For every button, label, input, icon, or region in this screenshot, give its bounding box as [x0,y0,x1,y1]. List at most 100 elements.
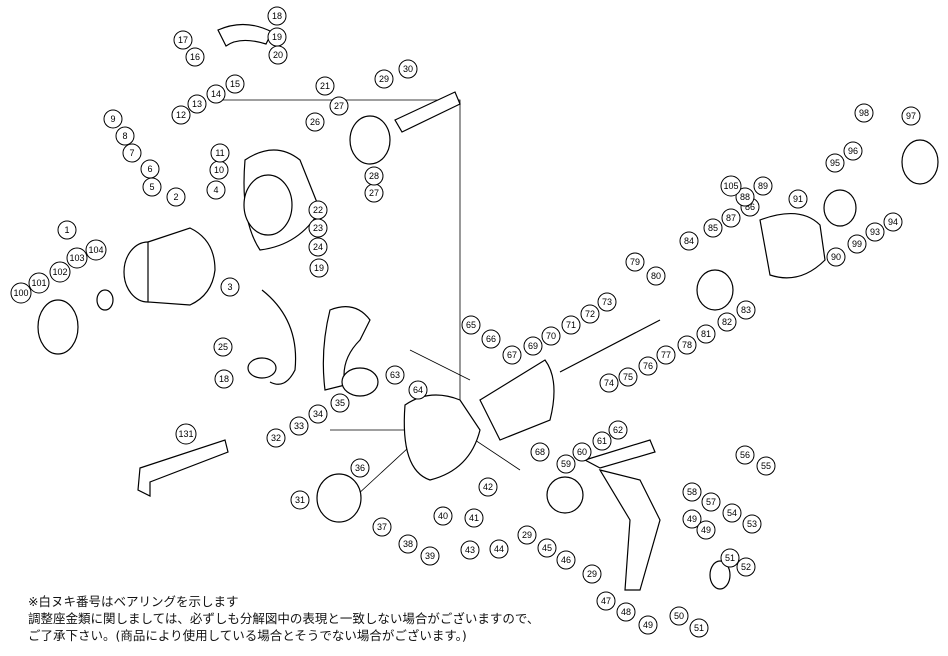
part-label-number: 75 [623,372,633,382]
part-label-number: 32 [271,433,281,443]
part-label-circle [489,539,509,559]
part-label-circle [843,141,863,161]
part-label-circle [703,218,723,238]
part-label-38: 38 [398,534,418,554]
part-label-circle [656,345,676,365]
part-label-24: 24 [308,237,328,257]
part-label-44: 44 [489,539,509,559]
bail-arm-top [217,23,273,47]
part-label-circle [854,103,874,123]
part-label-circle [210,143,230,163]
part-label-49: 49 [638,615,658,635]
part-label-circle [736,557,756,577]
part-label-circle [530,442,550,462]
part-label-circle [478,477,498,497]
part-label-circle [464,508,484,528]
part-label-number: 4 [213,185,218,195]
part-label-15: 15 [225,74,245,94]
part-label-32: 32 [266,428,286,448]
part-label-circle [374,69,394,89]
part-label-7: 7 [122,143,142,163]
part-label-95: 95 [825,153,845,173]
part-label-70: 70 [541,326,561,346]
part-label-number: 103 [69,253,84,263]
part-label-number: 29 [587,569,597,579]
part-label-40: 40 [433,506,453,526]
part-label-circle [742,514,762,534]
part-label-91: 91 [788,189,808,209]
part-label-circle [596,591,616,611]
part-label-number: 7 [129,148,134,158]
part-label-9: 9 [103,109,123,129]
part-label-circle [561,315,581,335]
stem [598,469,661,591]
part-label-number: 62 [613,425,623,435]
part-label-number: 72 [585,309,595,319]
part-label-number: 68 [535,447,545,457]
part-label-circle [788,189,808,209]
part-label-42: 42 [478,477,498,497]
part-label-1: 1 [57,220,77,240]
part-label-81: 81 [696,324,716,344]
part-label-56: 56 [735,445,755,465]
part-label-65: 65 [461,315,481,335]
part-label-circle [329,96,349,116]
part-label-circle [608,420,628,440]
part-label-circle [523,336,543,356]
part-label-73: 73 [597,292,617,312]
part-label-22: 22 [308,200,328,220]
part-label-number: 37 [377,522,387,532]
part-label-31: 31 [290,490,310,510]
part-label-number: 29 [522,530,532,540]
part-label-number: 25 [218,342,228,352]
part-label-circle [115,126,135,146]
part-label-number: 49 [701,525,711,535]
part-label-103: 103 [66,247,88,269]
part-label-74: 74 [599,373,619,393]
part-label-circle [556,550,576,570]
part-label-55: 55 [756,456,776,476]
part-label-circle [677,335,697,355]
part-label-76: 76 [638,356,658,376]
part-label-number: 102 [52,267,67,277]
part-label-85: 85 [703,218,723,238]
part-label-circle [572,442,592,462]
part-label-circle [689,618,709,638]
part-label-circle [85,239,107,261]
part-label-circle [103,109,123,129]
part-label-number: 36 [355,463,365,473]
part-label-number: 83 [741,305,751,315]
part-label-circle [267,6,287,26]
part-label-circle [537,538,557,558]
part-label-circle [720,548,740,568]
part-label-25: 25 [213,337,233,357]
part-label-number: 9 [110,114,115,124]
part-label-19: 19 [309,258,329,278]
part-label-39: 39 [420,546,440,566]
part-label-99: 99 [847,234,867,254]
part-label-number: 38 [403,539,413,549]
part-label-93: 93 [865,222,885,242]
part-label-circle [717,312,737,332]
part-label-number: 26 [310,117,320,127]
part-label-131: 131 [175,423,197,445]
part-label-number: 63 [390,370,400,380]
part-label-number: 42 [483,482,493,492]
part-label-number: 43 [465,545,475,555]
part-label-circle [140,159,160,179]
part-label-34: 34 [308,404,328,424]
part-label-circle [206,180,226,200]
part-label-number: 12 [176,110,186,120]
part-label-30: 30 [398,59,418,79]
part-label-21: 21 [315,76,335,96]
rear-body [479,359,555,441]
part-label-10: 10 [209,160,229,180]
part-label-circle [268,45,288,65]
part-label-number: 86 [745,202,755,212]
part-label-number: 97 [906,111,916,121]
part-label-23: 23 [308,218,328,238]
part-label-54: 54 [722,503,742,523]
part-label-circle [315,76,335,96]
part-label-82: 82 [717,312,737,332]
part-label-number: 23 [313,223,323,233]
